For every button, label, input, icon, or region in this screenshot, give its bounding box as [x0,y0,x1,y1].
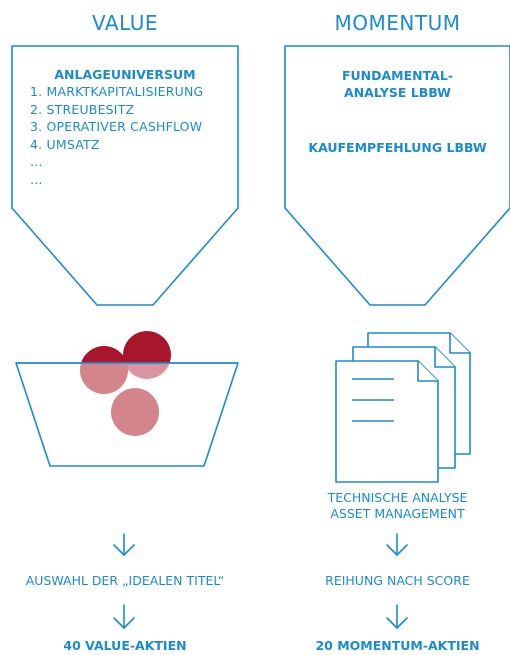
criteria-item: … [30,171,43,187]
technical-analysis-label: TECHNISCHE ANALYSE ASSET MANAGEMENT [285,490,510,522]
criteria-item: 2. STREUBESITZ [30,101,135,117]
recommendation-label: KAUFEMPFEHLUNG LBBW [308,140,487,155]
value-result: 40 VALUE-AKTIEN [63,638,187,653]
arrow-down-icon [386,533,408,556]
criteria-item: 1. MARKTKAPITALISIERUNG [30,84,204,99]
fundamental-line-1: FUNDAMENTAL- [341,68,454,83]
criteria-item: … [30,154,43,169]
ball-icon-bottom [111,388,159,436]
universe-title: ANLAGEUNIVERSUM [54,67,196,82]
arrow-down-icon [386,604,408,629]
criteria-list: 1. MARKTKAPITALISIERUNG 2. STREUBESITZ 3… [30,83,240,188]
fundamental-line-2: ANALYSE LBBW [344,85,451,100]
criteria-item: 4. UMSATZ [30,136,100,152]
arrow-down-icon [113,533,135,556]
fundamental-analysis-label: FUNDAMENTAL- ANALYSE LBBW [285,67,510,101]
criteria-item: 3. OPERATIVER CASHFLOW [30,119,203,134]
value-column-title: VALUE [91,11,158,35]
value-funnel-shape [11,45,239,306]
momentum-funnel-shape [284,45,510,306]
technical-line-1: TECHNISCHE ANALYSE [327,490,468,505]
arrow-down-icon [113,604,135,629]
momentum-ranking-step: REIHUNG NACH SCORE [325,573,470,588]
value-selection-step: AUSWAHL DER „IDEALEN TITEL“ [25,573,225,588]
documents-icon [335,332,471,483]
momentum-column-title: MOMENTUM [334,11,461,35]
technical-line-2: ASSET MANAGEMENT [330,506,465,521]
momentum-result: 20 MOMENTUM-AKTIEN [315,638,480,653]
